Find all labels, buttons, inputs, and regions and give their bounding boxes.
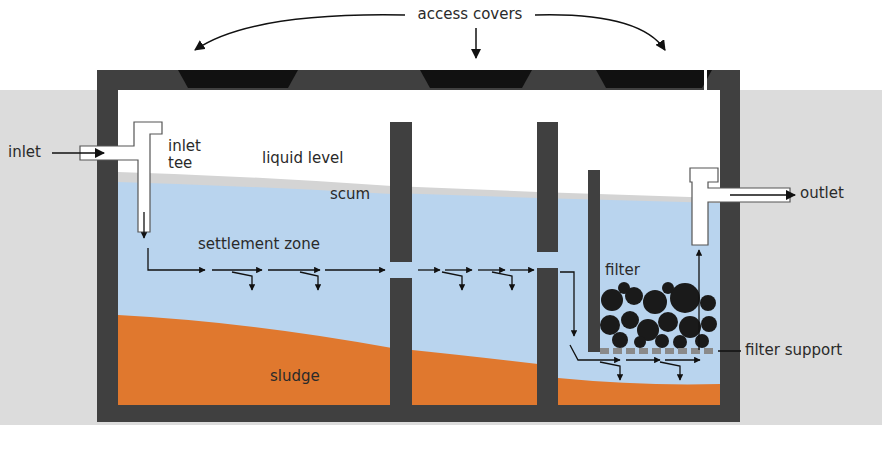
access-cover [178, 70, 298, 88]
sludge-layer [118, 315, 392, 405]
liquid [392, 190, 538, 405]
inlet-tee [80, 122, 162, 232]
tank-interior [118, 90, 720, 405]
access-cover [420, 70, 532, 88]
part-label: scum [330, 186, 370, 203]
part-label: inlet tee [168, 138, 214, 173]
pointer-arrow [475, 28, 477, 58]
outlet-arrow [730, 194, 795, 196]
baffle-wall [390, 122, 412, 262]
vent [704, 70, 707, 90]
baffle-wall [390, 278, 412, 405]
part-label: liquid level [262, 150, 344, 167]
liquid [118, 178, 392, 405]
filter-baffle [588, 170, 600, 352]
flow-arrows [144, 212, 700, 380]
tank-wall [97, 70, 740, 422]
part-label: outlet [800, 185, 844, 202]
sludge-layer [558, 378, 720, 405]
baffle-wall [537, 268, 558, 405]
leader-line [718, 350, 741, 352]
inlet-arrow [52, 152, 104, 154]
outlet-tee [690, 168, 790, 245]
pointer-label: access covers [418, 6, 523, 23]
part-label: inlet [8, 144, 41, 161]
ground [0, 90, 882, 425]
part-label: filter [605, 262, 640, 279]
zone-label: sludge [270, 368, 320, 385]
zone-label: settlement zone [198, 236, 320, 253]
sludge-layer [412, 350, 538, 405]
pointer-arrow [535, 15, 665, 50]
part-label: filter support [745, 342, 842, 359]
access-cover [596, 70, 712, 88]
pointer-arrow [195, 15, 405, 50]
scum-layer [392, 186, 538, 198]
baffle-wall [537, 122, 558, 252]
